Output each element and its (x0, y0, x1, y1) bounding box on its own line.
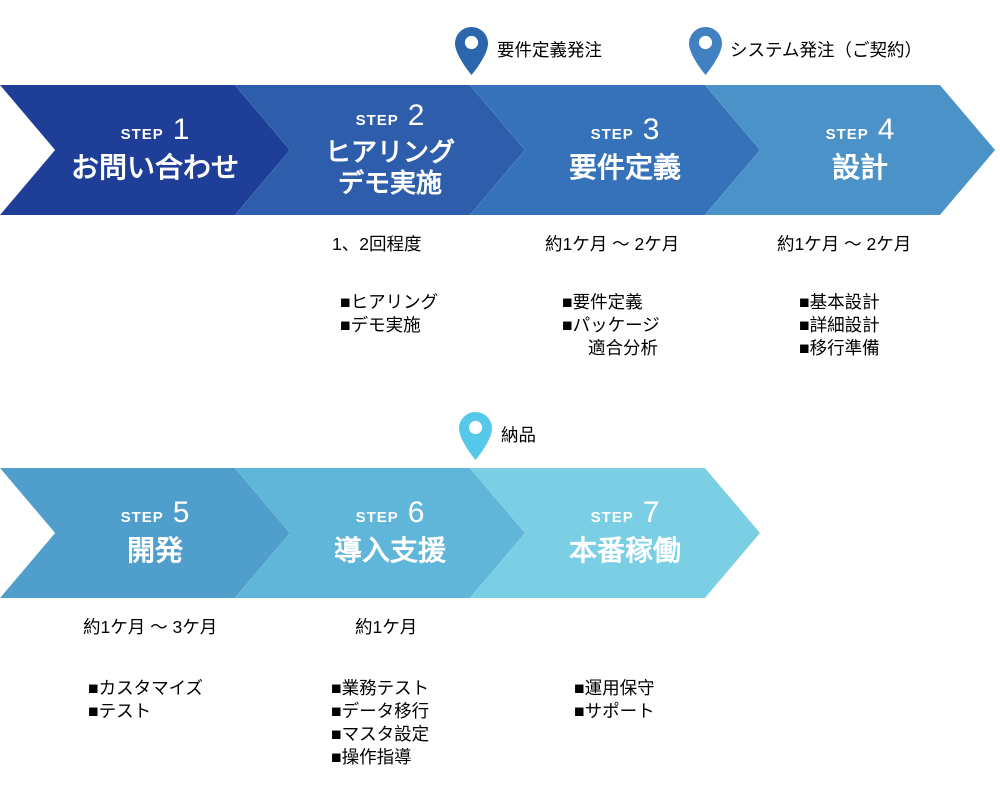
step-title-contact: お問い合わせ (70, 152, 239, 184)
step-word: STEP (825, 126, 869, 144)
task-list-step3: ■要件定義 ■パッケージ 適合分析 (562, 291, 660, 360)
task-item: ■移行準備 (799, 338, 880, 358)
step-title-hearing: ヒアリング (324, 137, 455, 168)
step-number: 3 (642, 113, 660, 147)
task-item: ■データ移行 (331, 701, 430, 721)
duration-step6: 約1ケ月 (355, 617, 418, 637)
task-item: ■基本設計 (799, 292, 880, 312)
milestone-label-requirements-order: 要件定義発注 (497, 40, 602, 60)
task-item: ■操作指導 (331, 747, 412, 767)
map-pin-icon-svg (689, 27, 722, 75)
step-number: 5 (172, 496, 190, 530)
step-number: 4 (877, 113, 895, 147)
map-pin-icon (459, 412, 492, 460)
step-title-requirements: 要件定義 (568, 152, 681, 184)
step-word: STEP (590, 509, 634, 527)
step-chevron-5: STEP 5 開発 (0, 468, 290, 598)
step-title-production: 本番稼働 (568, 535, 681, 567)
step-head: STEP 3 (591, 115, 660, 145)
step-chevron-4: STEP 4 設計 (705, 85, 995, 215)
map-pin-icon-svg (455, 27, 488, 75)
step-head: STEP 7 (591, 498, 660, 528)
task-list-step7: ■運用保守 ■サポート (574, 677, 655, 723)
step-head: STEP 6 (356, 498, 425, 528)
step-number: 6 (407, 496, 425, 530)
step-head: STEP 1 (121, 115, 190, 145)
step-word: STEP (355, 509, 399, 527)
task-list-step6: ■業務テスト ■データ移行 ■マスタ設定 ■操作指導 (331, 677, 429, 769)
task-item: ■ヒアリング (340, 292, 439, 312)
duration-step3: 約1ケ月 ～ 2ケ月 (545, 234, 680, 254)
task-item: ■テスト (88, 701, 152, 721)
milestone-label-system-order: システム発注（ご契約） (730, 40, 922, 60)
duration-step2: 1、2回程度 (332, 234, 422, 254)
duration-step4: 約1ケ月 ～ 2ケ月 (777, 234, 912, 254)
task-item: ■サポート (574, 701, 655, 721)
task-item: ■カスタマイズ (88, 678, 204, 698)
step-chevron-1: STEP 1 お問い合わせ (0, 85, 290, 215)
step-word: STEP (120, 509, 164, 527)
step-word: STEP (590, 126, 634, 144)
task-list-step2: ■ヒアリング ■デモ実施 (340, 291, 438, 337)
step-head: STEP 5 (121, 498, 190, 528)
task-item: ■マスタ設定 (331, 724, 430, 744)
step-number: 1 (172, 113, 190, 147)
milestone-label-delivery: 納品 (501, 425, 536, 445)
step-head: STEP 2 (356, 101, 425, 131)
task-item: ■運用保守 (574, 678, 655, 698)
step-number: 2 (407, 99, 425, 133)
task-item: ■要件定義 (562, 292, 643, 312)
step-title-development: 開発 (126, 535, 183, 567)
step-word: STEP (120, 126, 164, 144)
step-title-implementation-support: 導入支援 (333, 535, 446, 567)
step-number: 7 (642, 496, 660, 530)
map-pin-icon-svg (459, 412, 492, 460)
map-pin-icon (455, 27, 488, 75)
task-item: 適合分析 (588, 338, 658, 358)
task-list-step4: ■基本設計 ■詳細設計 ■移行準備 (799, 291, 880, 360)
step-title-demo: デモ実施 (337, 168, 442, 198)
step-title-design: 設計 (831, 152, 888, 184)
task-item: ■パッケージ (562, 315, 660, 335)
task-item: ■業務テスト (331, 678, 430, 698)
task-item: ■デモ実施 (340, 315, 421, 335)
task-list-step5: ■カスタマイズ ■テスト (88, 677, 203, 723)
task-item: ■詳細設計 (799, 315, 880, 335)
step-word: STEP (355, 112, 399, 130)
step-head: STEP 4 (826, 115, 895, 145)
duration-step5: 約1ケ月 ～ 3ケ月 (83, 617, 218, 637)
map-pin-icon (689, 27, 722, 75)
